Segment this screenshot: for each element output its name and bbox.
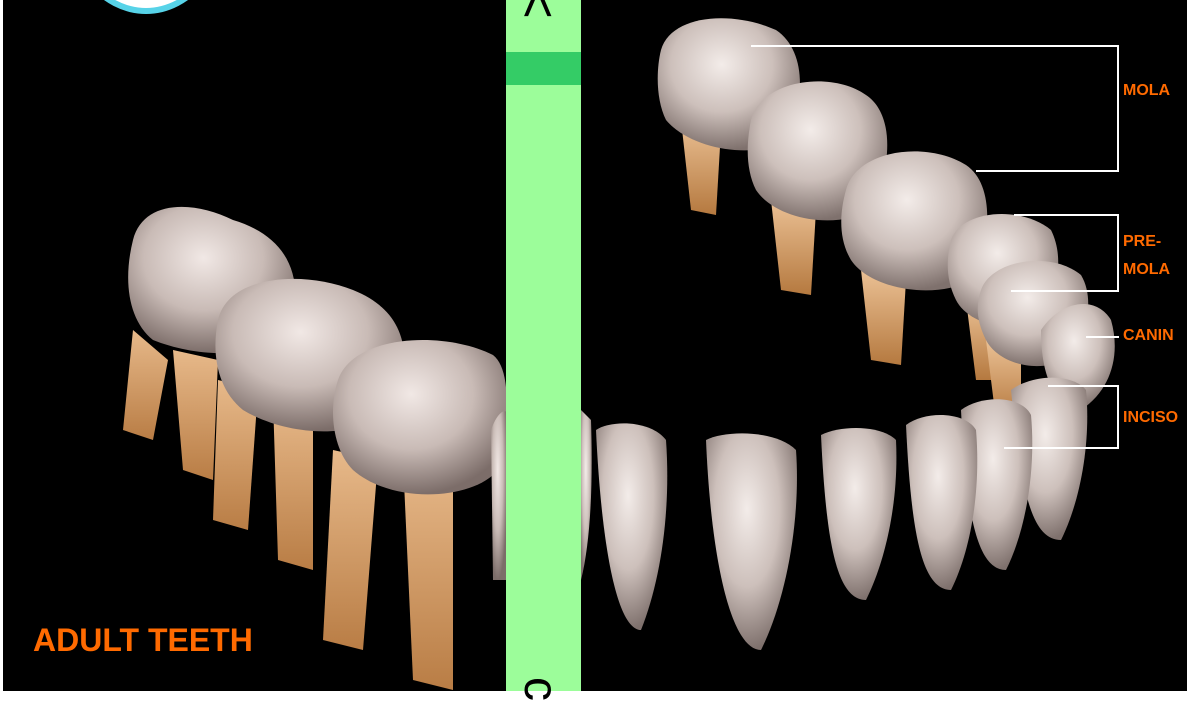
left-teeth-photo xyxy=(3,0,506,691)
green-divider-strip: < c xyxy=(506,0,581,691)
adult-teeth-caption: ADULT TEETH xyxy=(33,622,253,659)
strip-glyph-top: < xyxy=(511,0,565,19)
incisor-label: INCISO xyxy=(1123,408,1178,428)
arch-incisors xyxy=(581,378,1087,650)
molar-label: MOLA xyxy=(1123,81,1170,101)
left-molar-3 xyxy=(323,340,506,690)
premolar-label-line2: MOLA xyxy=(1123,260,1170,280)
left-partial-tooth xyxy=(491,411,506,580)
green-band xyxy=(506,52,581,85)
right-teeth-photo: MOLA PRE- MOLA CANIN INCISO xyxy=(581,0,1187,691)
strip-glyph-bottom: c xyxy=(516,677,564,701)
premolar-label-line1: PRE- xyxy=(1123,232,1161,252)
molars-closeup-illustration xyxy=(3,0,506,691)
dental-arch-illustration xyxy=(581,0,1187,691)
canine-label: CANIN xyxy=(1123,326,1174,346)
